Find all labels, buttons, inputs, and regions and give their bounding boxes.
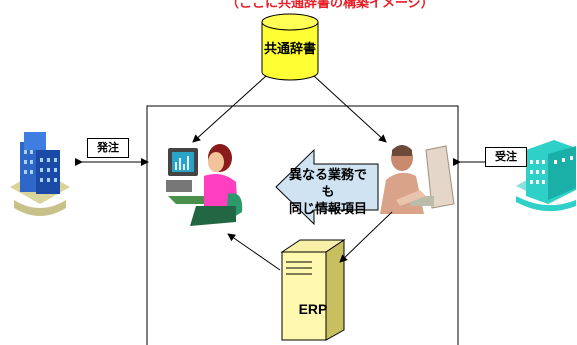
receiver-to-erp-arrow [339, 211, 393, 263]
shared-info-text: 異なる業務でも 同じ情報項目 [283, 166, 373, 217]
dict-to-orderer-arrow [192, 75, 267, 143]
arrow-text-line2: 同じ情報項目 [288, 201, 367, 216]
erp-to-orderer-arrow [227, 233, 281, 271]
shared-info-arrow [275, 148, 379, 226]
receive-label-box: 受注 [485, 147, 527, 167]
cropped-title: （ここに共通辞書の構築イメージ） [226, 0, 434, 10]
dictionary-cylinder [261, 13, 319, 81]
client-building-icon [10, 132, 70, 216]
dict-to-receiver-arrow [313, 75, 387, 143]
supplier-building-icon [516, 140, 576, 212]
arrow-text-line1: 異なる業務でも [288, 167, 367, 199]
system-boundary [146, 105, 459, 345]
receiver-person-icon [380, 145, 455, 214]
orderer-person-icon [166, 144, 243, 226]
erp-server-icon [280, 239, 346, 341]
dictionary-label: 共通辞書 [263, 41, 316, 56]
order-label-box: 発注 [87, 138, 129, 158]
erp-label: ERP [298, 301, 328, 317]
